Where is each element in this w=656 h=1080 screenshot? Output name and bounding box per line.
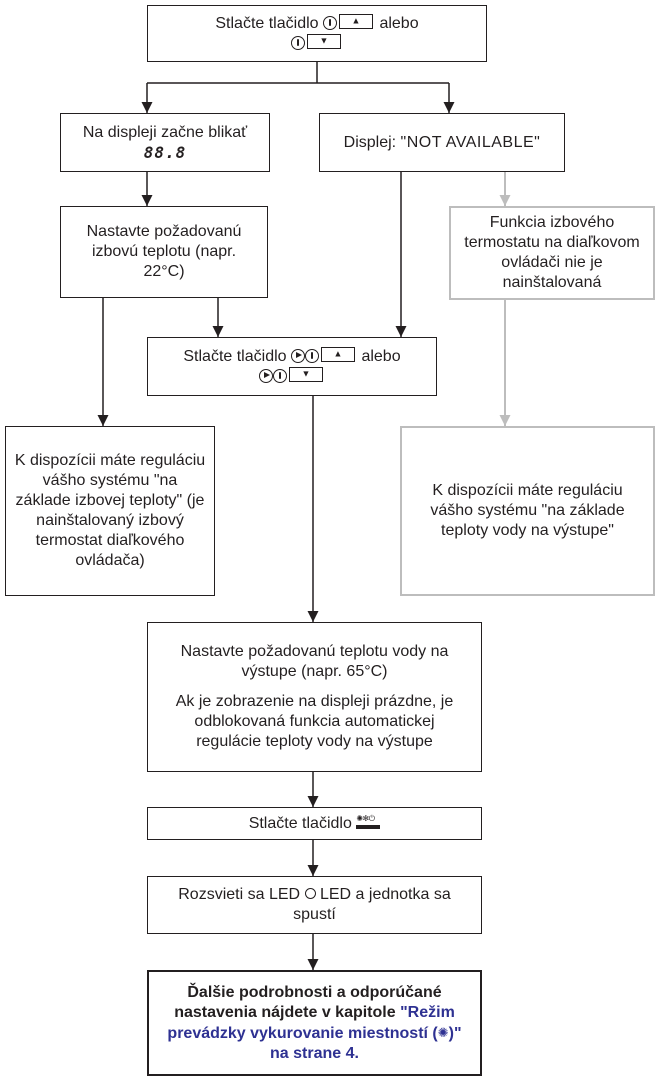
- not-available-prefix: Displej:: [343, 133, 401, 151]
- not-installed-box: Funkcia izbového termostatu na diaľkovom…: [449, 206, 655, 300]
- more-info-box: Ďalšie podrobnosti a odporúčané nastaven…: [147, 970, 482, 1076]
- set-room-temp-box: Nastavte požadovanú izbovú teplotu (napr…: [60, 206, 268, 298]
- thermometer-button-icon: [273, 368, 287, 383]
- press-start-text: Stlačte tlačidlo: [215, 14, 319, 32]
- press-start-line1: Stlačte tlačidlo ▲ alebo: [215, 13, 419, 34]
- set-water-para2: Ak je zobrazenie na displeji prázdne, je…: [175, 693, 454, 750]
- not-installed-text: Funkcia izbového termostatu na diaľkovom…: [464, 214, 640, 291]
- play-icon: [291, 348, 305, 363]
- press-onoff-line: Stlačte tlačidlo ✺✻⏻: [249, 814, 381, 834]
- set-water-para1: Nastavte požadovanú teplotu vody na výst…: [180, 643, 449, 680]
- display-value: 88.8: [143, 142, 187, 162]
- set-water-temp-box: Nastavte požadovanú teplotu vody na výst…: [147, 622, 482, 772]
- press-second-line2: ▼: [259, 366, 325, 387]
- press-button-box-second: Stlačte tlačidlo ▲ alebo ▼: [147, 337, 437, 396]
- press-onoff-box: Stlačte tlačidlo ✺✻⏻: [147, 807, 482, 840]
- heating-sun-icon: ✺: [437, 1024, 449, 1040]
- press-button-box-start: Stlačte tlačidlo ▲ alebo ▼: [147, 5, 487, 62]
- chapter-link-text: "Režim prevádzky vykurovanie miestností …: [167, 1003, 455, 1042]
- press-second-text: Stlačte tlačidlo: [183, 347, 287, 365]
- led-on-line: Rozsvieti sa LED LED a jednotka sa spust…: [178, 885, 451, 925]
- blink-text: Na displeji začne blikať: [82, 123, 248, 141]
- led-on-part2: LED a jednotka sa spustí: [293, 886, 451, 923]
- display-not-available-box: Displej: "NOT AVAILABLE": [319, 113, 565, 172]
- arrow-down-key-icon: ▼: [289, 366, 323, 382]
- more-info-text: Ďalšie podrobnosti a odporúčané nastaven…: [174, 983, 442, 1021]
- led-circle-icon: [304, 888, 316, 899]
- play-icon: [259, 368, 273, 383]
- press-second-suffix: alebo: [361, 347, 401, 365]
- press-start-suffix: alebo: [379, 14, 419, 32]
- room-control-box: K dispozícii máte reguláciu vášho systém…: [5, 426, 215, 596]
- chapter-link[interactable]: "Režim prevádzky vykurovanie miestností …: [167, 1004, 461, 1062]
- display-blink-box: Na displeji začne blikať 88.8: [60, 113, 270, 172]
- room-control-text: K dispozícii máte reguláciu vášho systém…: [14, 452, 206, 569]
- on-off-button-icon: ✺✻⏻: [356, 814, 381, 830]
- led-on-part1: Rozsvieti sa LED: [178, 886, 301, 903]
- not-available-line: Displej: "NOT AVAILABLE": [344, 133, 541, 153]
- arrow-up-key-icon: ▲: [321, 346, 355, 362]
- chapter-link-text-end: )" na strane 4.: [270, 1024, 462, 1062]
- not-available-value: "NOT AVAILABLE": [400, 133, 541, 151]
- arrow-up-key-icon: ▲: [339, 13, 373, 29]
- thermometer-button-icon: [291, 35, 305, 50]
- press-start-line2: ▼: [291, 33, 343, 54]
- thermometer-button-icon: [305, 348, 319, 363]
- more-info-block: Ďalšie podrobnosti a odporúčané nastaven…: [159, 983, 470, 1064]
- arrow-down-key-icon: ▼: [307, 33, 341, 49]
- thermometer-button-icon: [323, 15, 337, 30]
- led-on-box: Rozsvieti sa LED LED a jednotka sa spust…: [147, 876, 482, 934]
- press-onoff-text: Stlačte tlačidlo: [248, 814, 352, 832]
- set-room-text: Nastavte požadovanú izbovú teplotu (napr…: [86, 223, 242, 280]
- water-control-text: K dispozícii máte reguláciu vášho systém…: [430, 482, 625, 539]
- press-second-line1: Stlačte tlačidlo ▲ alebo: [183, 346, 401, 367]
- water-control-box: K dispozícii máte reguláciu vášho systém…: [400, 426, 655, 596]
